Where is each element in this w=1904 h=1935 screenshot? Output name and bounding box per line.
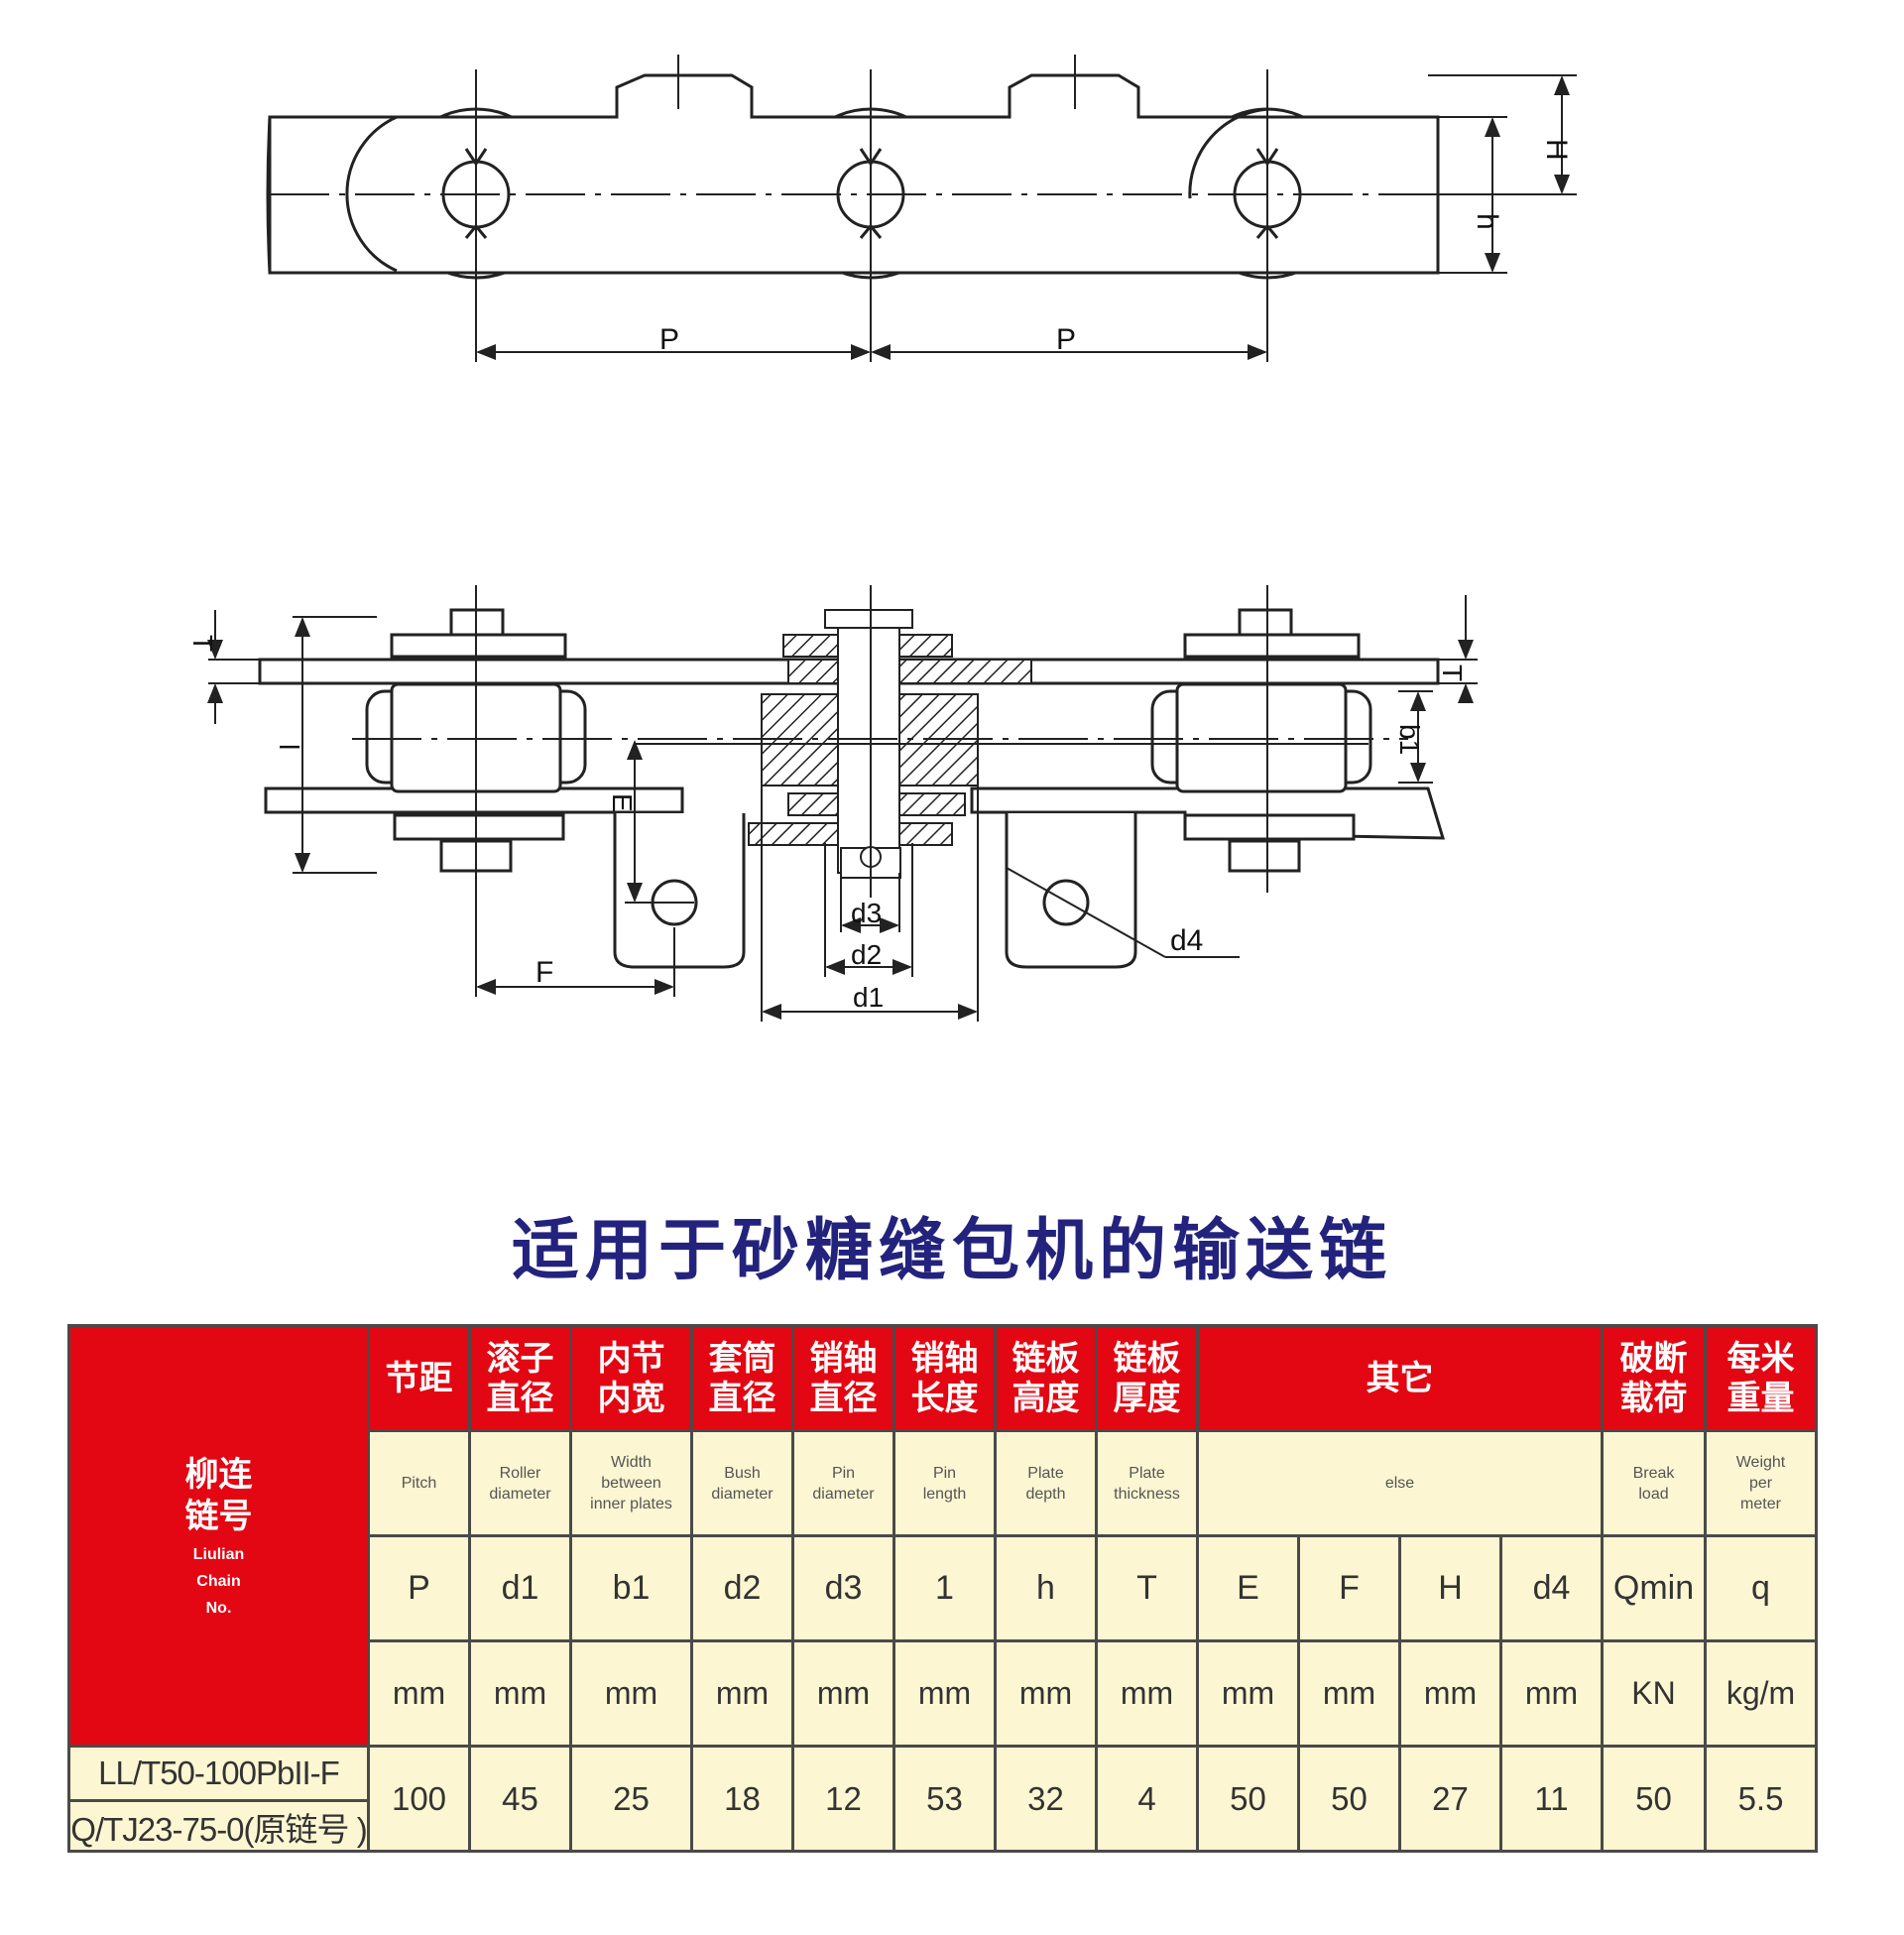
en-pitch: Pitch (367, 1429, 471, 1537)
value-cell: 50 (1196, 1745, 1300, 1853)
header-roller-diameter: 滚子直径 (468, 1324, 572, 1432)
symbol-cell: d2 (690, 1534, 794, 1642)
chain-no-header: 柳连 链号 Liulian Chain No. (67, 1324, 370, 1748)
en-else: else (1196, 1429, 1604, 1537)
label-T-right: T (1437, 665, 1468, 681)
unit-cell: mm (367, 1639, 471, 1748)
symbol-cell: b1 (569, 1534, 693, 1642)
label-l: l (274, 744, 304, 750)
label-d1: d1 (853, 982, 884, 1013)
model-original: Q/TJ23-75-0(原链号 ) (70, 1811, 367, 1849)
symbol-cell: h (994, 1534, 1098, 1642)
unit-cell: mm (892, 1639, 997, 1748)
model-new: LL/T50-100PbII-F (70, 1748, 367, 1802)
unit-cell: mm (1398, 1639, 1502, 1748)
value-cell: 4 (1095, 1745, 1199, 1853)
value-cell: 45 (468, 1745, 572, 1853)
header-plate-thickness: 链板厚度 (1095, 1324, 1199, 1432)
label-pitch-2: P (1056, 323, 1076, 356)
label-d3: d3 (851, 898, 882, 928)
unit-cell: mm (1499, 1639, 1604, 1748)
unit-cell: kg/m (1704, 1639, 1818, 1748)
value-cell: 18 (690, 1745, 794, 1853)
unit-cell: mm (791, 1639, 895, 1748)
value-cell: 5.5 (1704, 1745, 1818, 1853)
value-cell: 32 (994, 1745, 1098, 1853)
label-d2: d2 (851, 939, 882, 970)
symbol-cell: Qmin (1601, 1534, 1707, 1642)
header-plate-depth: 链板高度 (994, 1324, 1098, 1432)
value-cell: 50 (1601, 1745, 1707, 1853)
symbol-cell: d4 (1499, 1534, 1604, 1642)
unit-cell: mm (569, 1639, 693, 1748)
label-height-h: h (1471, 213, 1503, 230)
page-title: 适用于砂糖缝包机的输送链 (511, 1212, 1392, 1290)
value-cell: 100 (367, 1745, 471, 1853)
symbol-cell: d1 (468, 1534, 572, 1642)
value-cell: 27 (1398, 1745, 1502, 1853)
model-cell: LL/T50-100PbII-F Q/TJ23-75-0(原链号 ) (67, 1745, 370, 1853)
label-height-H: H (1540, 139, 1573, 161)
unit-cell: mm (1095, 1639, 1199, 1748)
symbol-cell: P (367, 1534, 471, 1642)
label-E: E (607, 793, 638, 812)
value-cell: 25 (569, 1745, 693, 1853)
value-cell: 11 (1499, 1745, 1604, 1853)
label-d4: d4 (1170, 924, 1203, 957)
header-pin-length: 销轴长度 (892, 1324, 997, 1432)
unit-cell: KN (1601, 1639, 1707, 1748)
unit-cell: mm (690, 1639, 794, 1748)
unit-cell: mm (468, 1639, 572, 1748)
symbol-cell: H (1398, 1534, 1502, 1642)
label-F: F (536, 956, 553, 989)
symbol-cell: E (1196, 1534, 1300, 1642)
header-break-load: 破断载荷 (1601, 1324, 1707, 1432)
chain-technical-drawing: P P H h (187, 55, 1577, 1022)
unit-cell: mm (1196, 1639, 1300, 1748)
label-T-left: T (187, 635, 218, 652)
spec-table: 柳连 链号 Liulian Chain No. 节距 滚子直径 内节内宽 套筒直… (67, 1324, 1818, 1853)
unit-cell: mm (1297, 1639, 1401, 1748)
value-cell: 50 (1297, 1745, 1401, 1853)
header-pitch: 节距 (367, 1324, 471, 1432)
header-bush-diameter: 套筒直径 (690, 1324, 794, 1432)
header-weight: 每米重量 (1704, 1324, 1818, 1432)
value-cell: 53 (892, 1745, 997, 1853)
symbol-cell: T (1095, 1534, 1199, 1642)
symbol-cell: F (1297, 1534, 1401, 1642)
side-view (266, 55, 1577, 362)
symbol-cell: 1 (892, 1534, 997, 1642)
header-else: 其它 (1196, 1324, 1604, 1432)
header-inner-width: 内节内宽 (569, 1324, 693, 1432)
symbol-cell: q (1704, 1534, 1818, 1642)
unit-cell: mm (994, 1639, 1098, 1748)
label-pitch-1: P (659, 323, 679, 356)
value-cell: 12 (791, 1745, 895, 1853)
label-b1: b1 (1394, 724, 1425, 755)
symbol-cell: d3 (791, 1534, 895, 1642)
top-view (258, 608, 1446, 969)
header-pin-diameter: 销轴直径 (791, 1324, 895, 1432)
